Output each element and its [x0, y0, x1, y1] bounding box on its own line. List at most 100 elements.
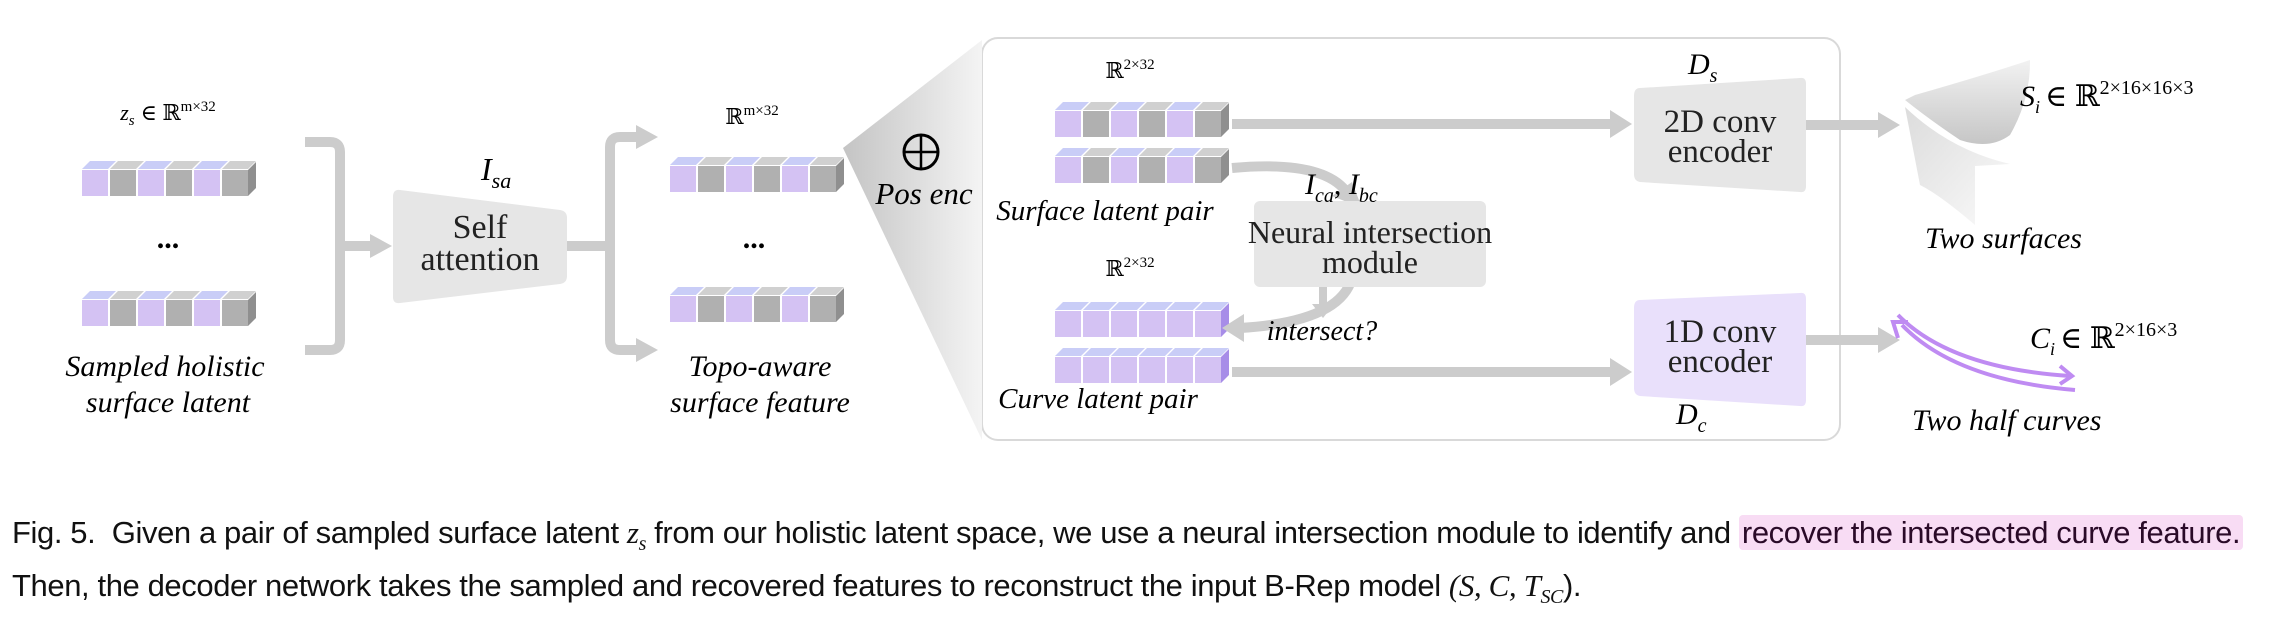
- latent-cube-top: [1111, 148, 1145, 156]
- intersection-to-curve-line: [1239, 276, 1357, 333]
- latent-cube-top: [194, 161, 228, 169]
- latent-cube-top: [1083, 348, 1117, 356]
- latent-cube-top: [670, 287, 704, 295]
- fork-arrow-top: [636, 125, 658, 149]
- latent-cube: [1195, 357, 1221, 383]
- caption-text-a: Given a pair of sampled surface latent: [111, 515, 627, 550]
- latent-cube-top: [1139, 102, 1173, 110]
- self-attention-label-line2: attention: [421, 241, 540, 278]
- latent-cube: [110, 170, 136, 196]
- pipeline-diagram: Isa Self attention zs∈ ℝm×32 ... Sampled…: [65, 37, 2194, 441]
- latent-row-side: [1221, 149, 1229, 183]
- latent-cube: [1111, 157, 1137, 183]
- latent-cube: [670, 296, 696, 322]
- curve-decoder-label-line1: 1D conv: [1664, 314, 1777, 350]
- latent-cube: [1167, 111, 1193, 137]
- topo-caption-line2: surface feature: [670, 386, 850, 419]
- figure-number: Fig. 5.: [12, 515, 96, 550]
- latent-cube: [726, 296, 752, 322]
- latent-cube-top: [1083, 102, 1117, 110]
- latent-cube: [1139, 157, 1165, 183]
- latent-cube: [1055, 311, 1081, 337]
- latent-cube: [138, 300, 164, 326]
- latent-cube: [1055, 111, 1081, 137]
- topo-ellipsis: ...: [743, 222, 766, 255]
- neural-intersection-module: [1254, 201, 1486, 287]
- surface-pair-caption: Surface latent pair: [996, 195, 1214, 227]
- latent-cube-top: [138, 161, 172, 169]
- latent-cube: [194, 170, 220, 196]
- latent-cube: [166, 170, 192, 196]
- latent-cube-top: [1083, 148, 1117, 156]
- latent-cube: [782, 166, 808, 192]
- curve-to-decoder-arrow: [1610, 358, 1632, 386]
- arrow-to-self-attention: [370, 234, 392, 258]
- curve-decoder-block: [1634, 292, 1806, 407]
- latent-cube: [1195, 157, 1221, 183]
- fork-bracket: [605, 132, 640, 355]
- surface-to-intersection-curve: [1231, 161, 1349, 194]
- curve-pair-row-2: [1055, 348, 1229, 383]
- latent-cube-top: [82, 291, 116, 299]
- intersection-label-line1: Neural intersection: [1248, 214, 1492, 250]
- latent-cube-top: [110, 161, 144, 169]
- latent-cube: [810, 296, 836, 322]
- latent-cube-top: [810, 157, 844, 165]
- topo-math-label: ℝm×32: [725, 103, 778, 129]
- topo-row-bottom: [670, 287, 844, 322]
- caption-highlight: recover the intersected curve feature.: [1738, 515, 2244, 550]
- surface-pair-math-label: ℝ2×32: [1105, 57, 1154, 83]
- curve-decoder-symbol: Dc: [1675, 398, 1707, 437]
- latent-cube-top: [1055, 102, 1089, 110]
- latent-cube-top: [1055, 302, 1089, 310]
- surface-output-arrow: [1878, 112, 1900, 138]
- latent-cube-top: [726, 287, 760, 295]
- latent-cube: [810, 166, 836, 192]
- curve-decoder-label-line2: encoder: [1668, 344, 1772, 380]
- latent-cube: [1167, 157, 1193, 183]
- caption-text-c: Then, the decoder network takes the samp…: [12, 568, 1449, 604]
- latent-cube-top: [1167, 102, 1201, 110]
- topo-caption-line1: Topo-aware: [689, 350, 832, 383]
- latent-cube: [166, 300, 192, 326]
- surface-decoder-label-line1: 2D conv: [1664, 104, 1777, 140]
- latent-cube: [1055, 357, 1081, 383]
- curve-pair-caption: Curve latent pair: [998, 383, 1198, 415]
- latent-cube: [82, 300, 108, 326]
- latent-cube: [194, 300, 220, 326]
- latent-cube-top: [726, 157, 760, 165]
- latent-cube-top: [1195, 148, 1229, 156]
- curves-math-label: Ci∈ ℝ2×16×3: [2030, 319, 2177, 359]
- latent-cube-top: [810, 287, 844, 295]
- latent-cube: [1111, 111, 1137, 137]
- latent-cube: [1167, 311, 1193, 337]
- intersect-down-arrow: [1312, 304, 1334, 318]
- surfaces-math-label: Si∈ ℝ2×16×16×3: [2020, 77, 2194, 117]
- intersection-to-curve-arrow: [1222, 314, 1244, 342]
- latent-row-side: [836, 158, 844, 192]
- topo-row-top: [670, 157, 844, 192]
- latent-cube: [1111, 311, 1137, 337]
- latent-cube: [670, 166, 696, 192]
- latent-row-side: [248, 292, 256, 326]
- figure-caption: Fig. 5. Given a pair of sampled surface …: [12, 512, 2282, 618]
- latent-cube-top: [1139, 348, 1173, 356]
- self-attention-block: [393, 189, 567, 304]
- latent-cube: [1139, 111, 1165, 137]
- latent-cube: [698, 166, 724, 192]
- input-caption-line1: Sampled holistic: [65, 350, 264, 383]
- latent-cube: [698, 296, 724, 322]
- latent-cube: [1195, 311, 1221, 337]
- latent-cube-top: [1111, 102, 1145, 110]
- surface-pair-row-1: [1055, 102, 1229, 137]
- latent-cube-top: [1111, 348, 1145, 356]
- latent-cube-top: [222, 291, 256, 299]
- two-surfaces-icon: [1905, 60, 2030, 225]
- latent-cube-top: [166, 161, 200, 169]
- self-attention-label-line1: Self: [453, 209, 508, 246]
- latent-cube: [1055, 157, 1081, 183]
- surface-to-decoder-arrow: [1610, 110, 1632, 138]
- latent-row-side: [248, 162, 256, 196]
- caption-math-zs: zs: [626, 515, 646, 556]
- input-math-label: zs∈ ℝm×32: [119, 99, 216, 129]
